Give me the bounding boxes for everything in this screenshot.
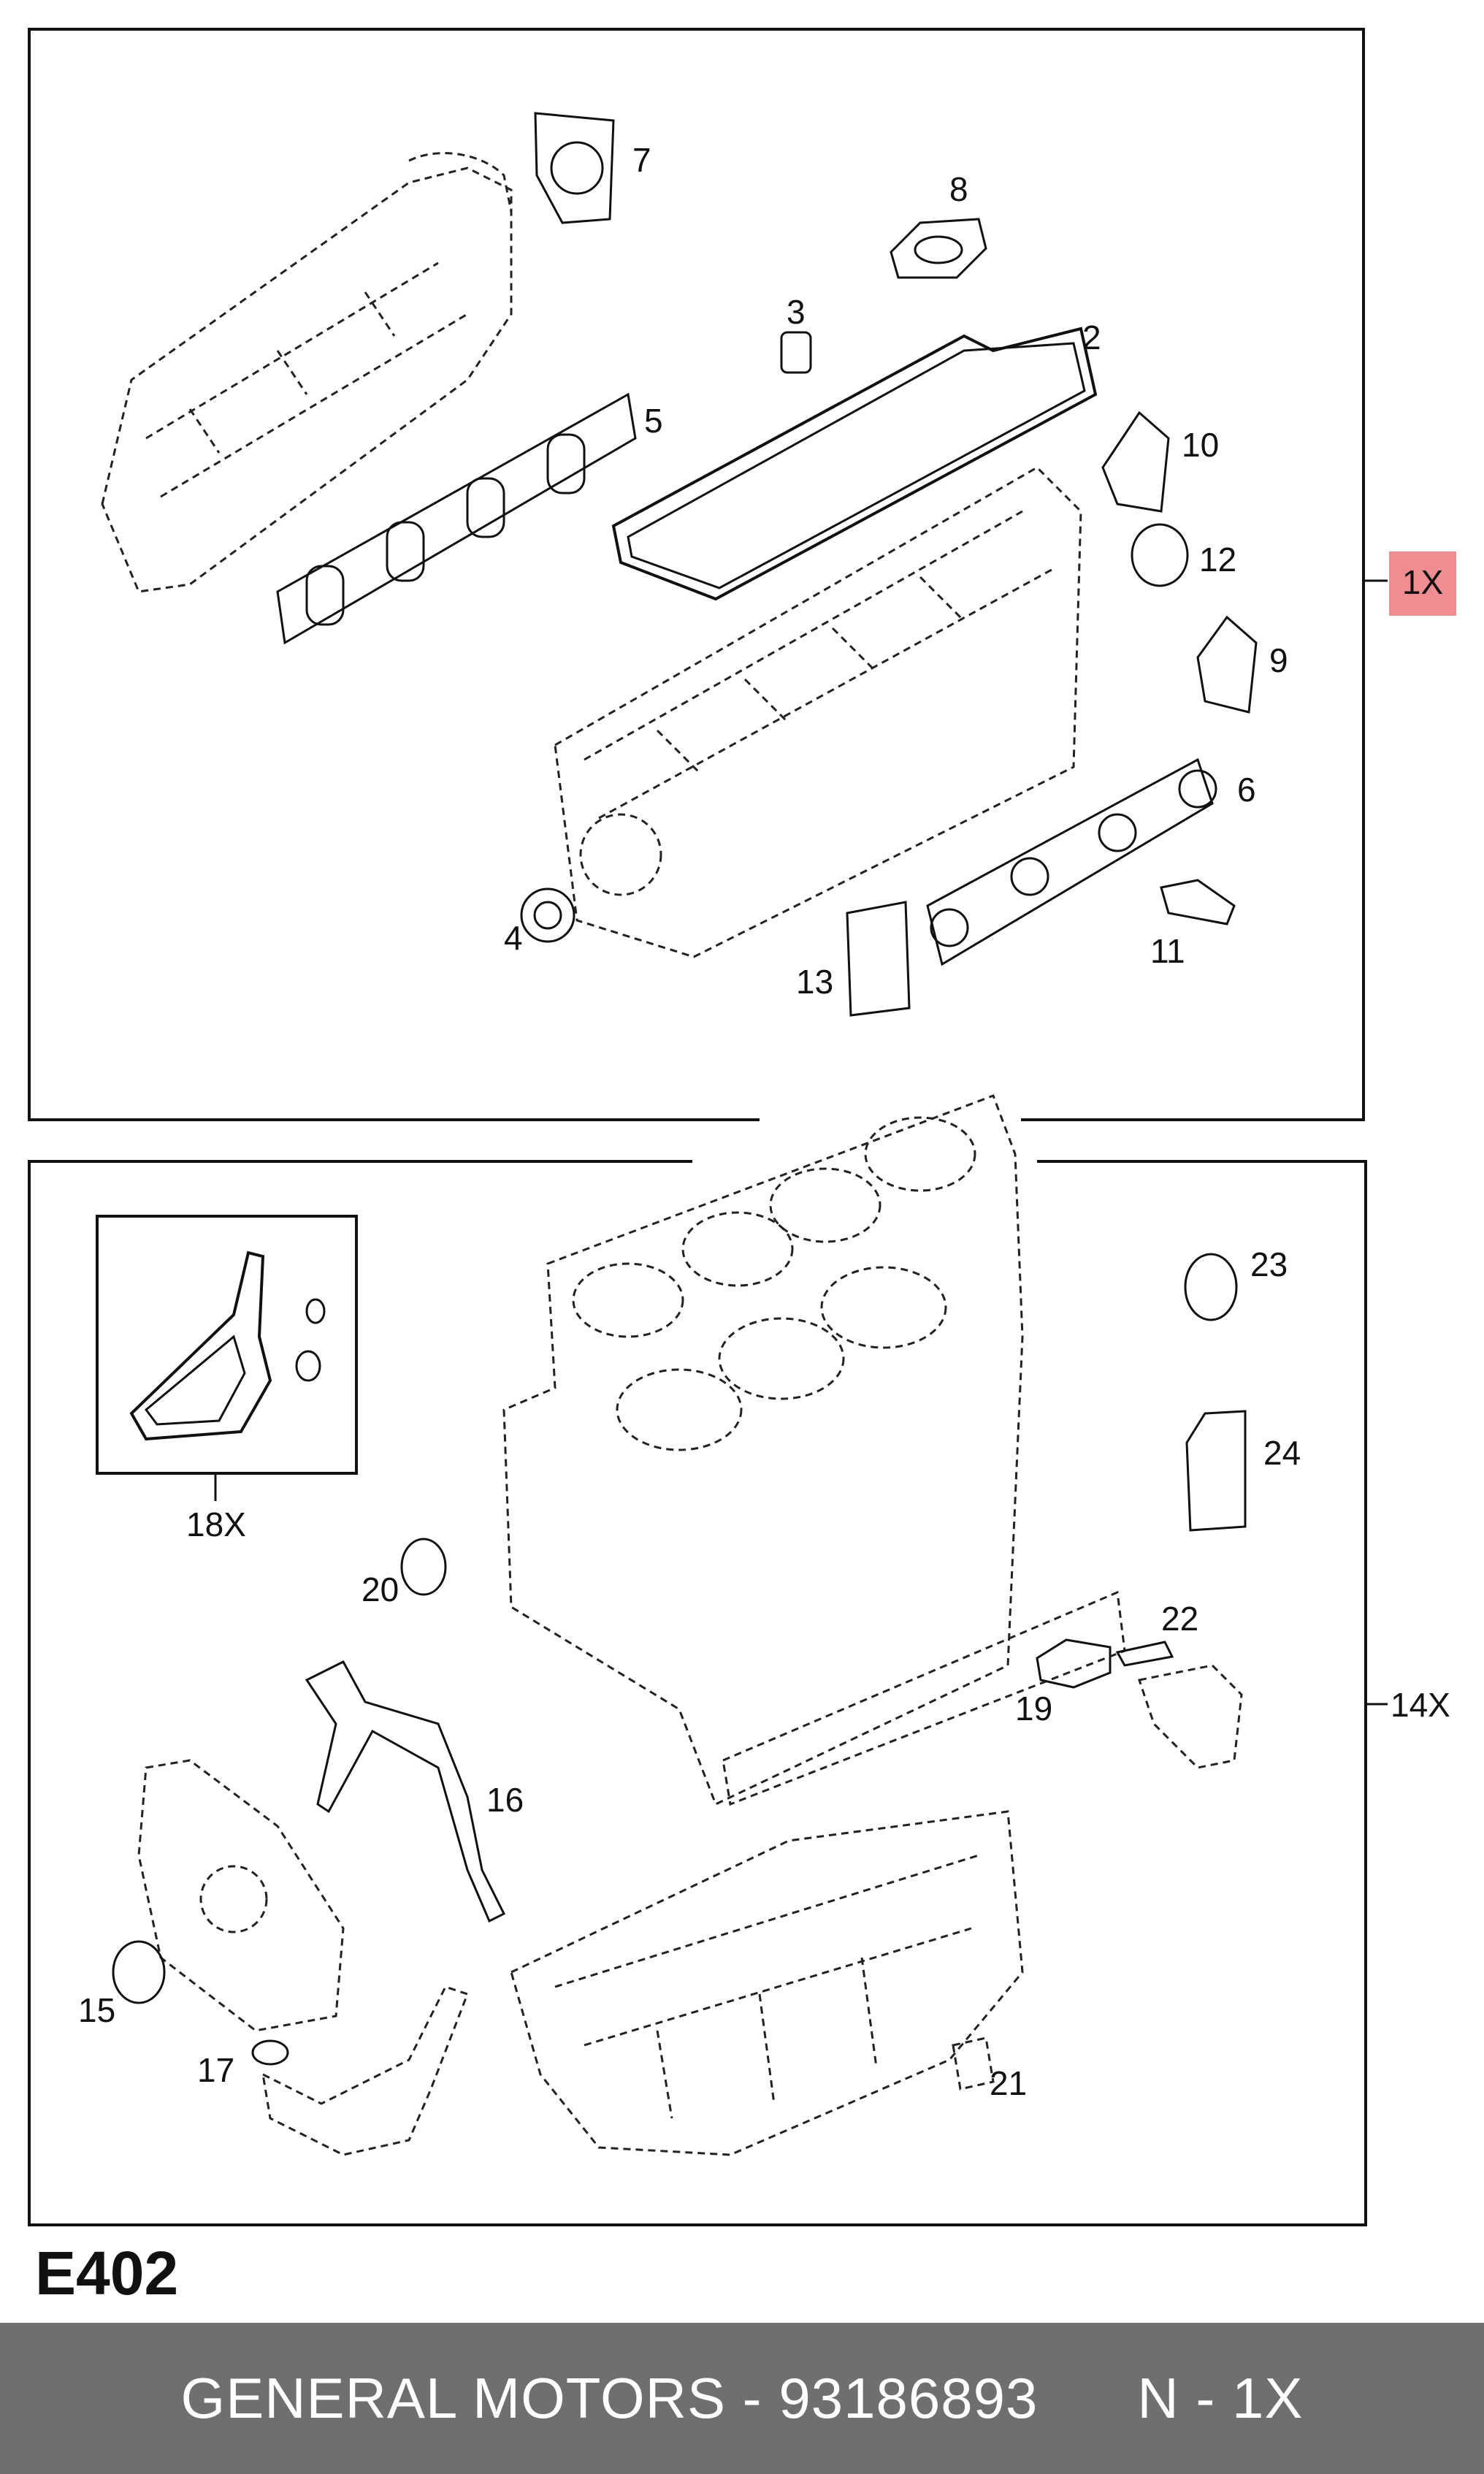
callout-13: 13 — [796, 963, 833, 1001]
callout-21: 21 — [990, 2064, 1027, 2102]
callout-12: 12 — [1199, 541, 1236, 579]
callout-17: 17 — [197, 2051, 234, 2089]
callout-labels: 2 3 4 5 6 7 8 9 10 11 12 13 15 16 17 18X… — [78, 141, 1301, 2102]
callout-10: 10 — [1182, 426, 1219, 464]
manufacturer-name: GENERAL MOTORS — [180, 2366, 726, 2430]
part-number: 93186893 — [779, 2366, 1039, 2430]
callout-3: 3 — [787, 293, 806, 331]
timing-cover-drawing — [137, 1759, 345, 2032]
lower-quantity-label: 14X — [1391, 1686, 1450, 1724]
footer-bar: GENERAL MOTORS - 93186893 N - 1X — [0, 2323, 1484, 2474]
oil-pan-drawing — [510, 1810, 1024, 2156]
callout-4: 4 — [504, 919, 523, 957]
intake-manifold-drawing — [101, 152, 513, 593]
callout-22: 22 — [1161, 1600, 1198, 1638]
footer-separator: - — [726, 2366, 779, 2430]
exploded-parts-diagram: 1X 14X — [28, 28, 1456, 2226]
lower-group-frame: 14X — [28, 1160, 1450, 2226]
inset-box — [96, 1215, 358, 1501]
valve-cover-gasket-drawing — [611, 327, 1098, 601]
callout-11: 11 — [1150, 932, 1185, 970]
upper-quantity-label: 1X — [1402, 563, 1443, 601]
callout-9: 9 — [1269, 641, 1288, 679]
callout-18x: 18X — [186, 1505, 246, 1543]
upper-group-frame: 1X — [28, 28, 1456, 1121]
callout-24: 24 — [1263, 1434, 1301, 1472]
small-gaskets-lower — [112, 1253, 1247, 2156]
quantity-highlight — [1389, 551, 1456, 616]
callout-15: 15 — [78, 1991, 115, 2029]
callout-8: 8 — [949, 170, 968, 208]
callout-23: 23 — [1250, 1245, 1288, 1283]
callout-19: 19 — [1015, 1690, 1052, 1727]
sheet-code: E402 — [35, 2239, 179, 2307]
callout-7: 7 — [632, 141, 651, 179]
intake-manifold-gasket-drawing — [276, 392, 637, 645]
footer-spacer — [1038, 2366, 1137, 2430]
callout-20: 20 — [362, 1570, 399, 1608]
callout-2: 2 — [1082, 318, 1101, 356]
callout-5: 5 — [644, 402, 663, 440]
small-gaskets-upper — [520, 112, 1258, 1017]
exhaust-manifold-gasket-drawing — [926, 757, 1217, 966]
cylinder-head-drawing — [554, 466, 1082, 958]
callout-16: 16 — [486, 1781, 524, 1819]
callout-6: 6 — [1237, 771, 1256, 809]
footer-text: GENERAL MOTORS - 93186893 N - 1X — [181, 2365, 1304, 2432]
quantity-note: N - 1X — [1137, 2366, 1304, 2430]
